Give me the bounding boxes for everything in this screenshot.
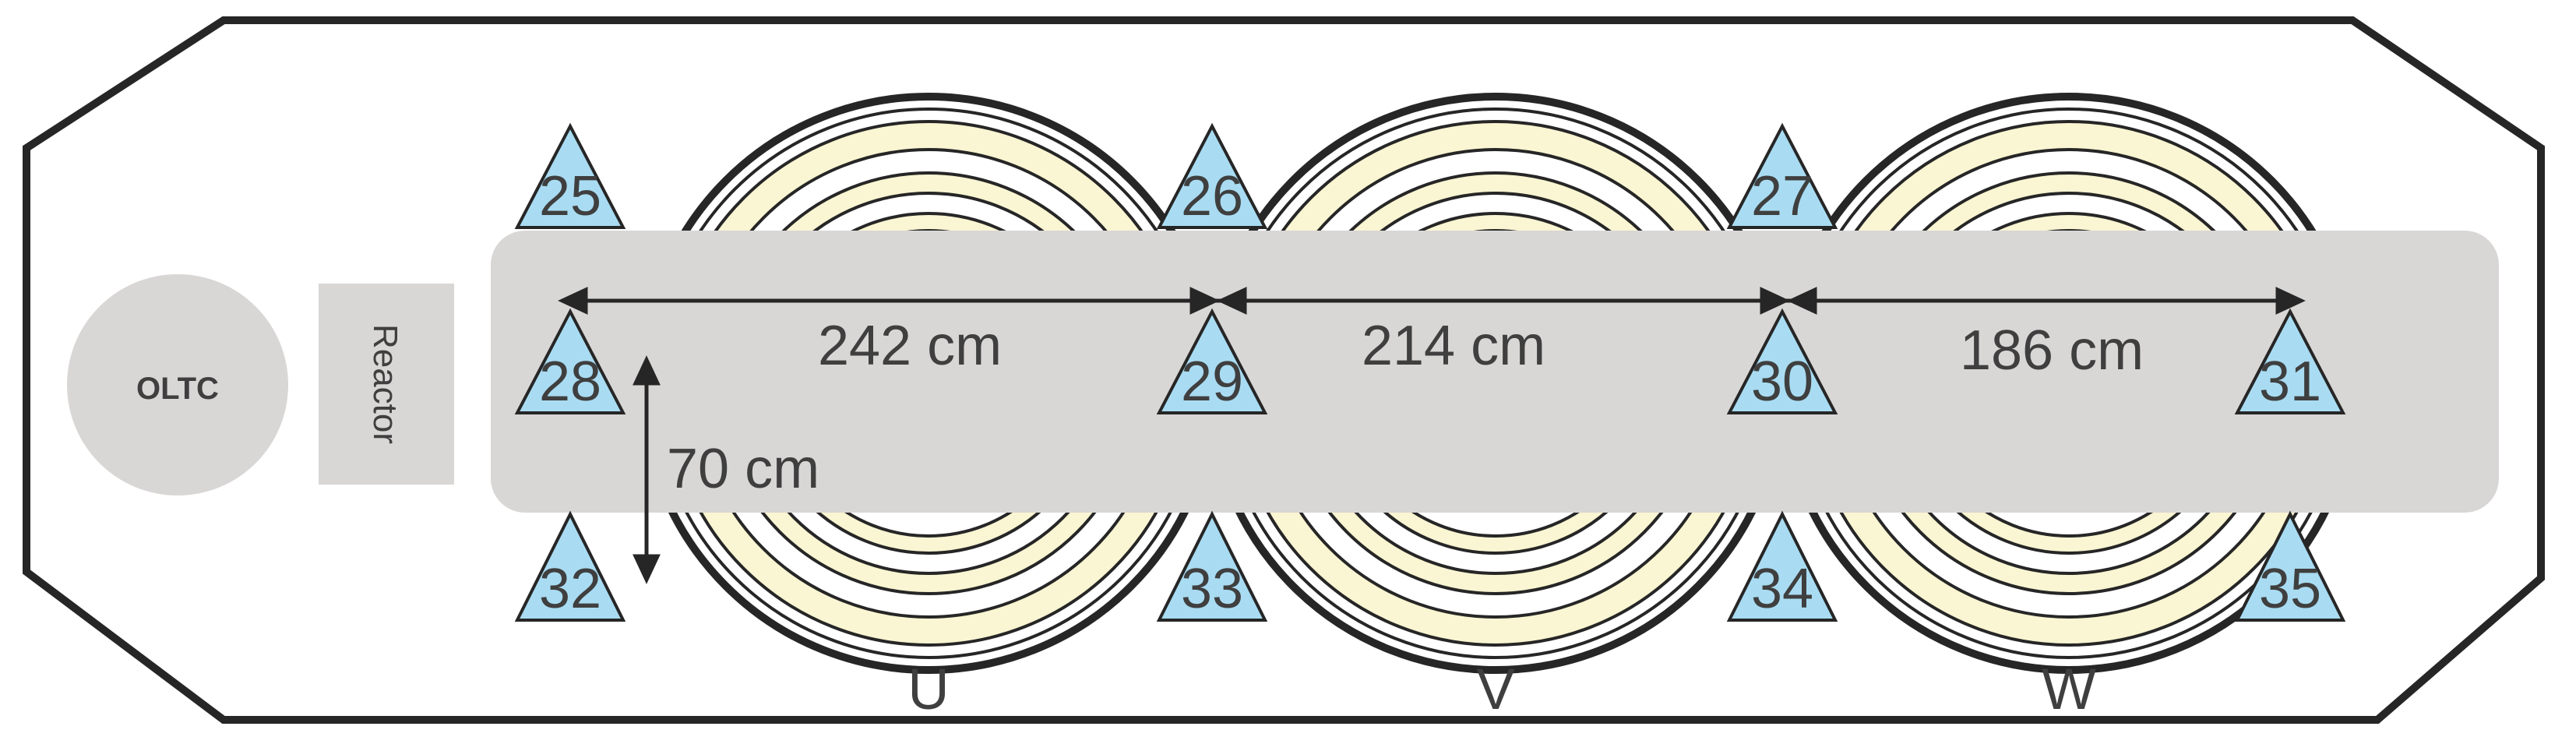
arrowhead [1787,287,1817,315]
sensor-29: 29 [1156,308,1268,414]
sensor-label: 29 [1181,351,1243,413]
sensor-label: 26 [1181,165,1243,227]
sensor-33: 33 [1156,510,1268,622]
sensor-triangle [514,308,626,414]
sensor-28: 28 [514,308,626,414]
sensor-triangle [1156,308,1268,414]
arrowhead [633,355,661,386]
sensor-label: 25 [539,165,601,227]
sensor-triangle [1726,510,1838,622]
reactor-component: Reactor [319,284,454,485]
phase-label-U: U [907,657,949,721]
sensor-triangle [514,510,626,622]
sensor-triangle [2234,510,2346,622]
sensor-label: 31 [2259,351,2321,413]
phase-label-W: W [2042,657,2096,721]
dimension-label-30-31: 186 cm [1960,319,2144,382]
sensor-triangle [514,122,626,229]
arrowhead [558,287,588,315]
sensor-31: 31 [2234,308,2346,414]
dimension-lines [558,287,2306,584]
phase-labels: U V W [907,657,2096,721]
sensor-triangle [2234,308,2346,414]
sensor-34: 34 [1726,510,1838,622]
dimension-label-28-29: 242 cm [818,315,1002,377]
sensor-triangle [1156,122,1268,229]
reactor-box [319,284,454,485]
sensor-label: 33 [1181,558,1243,620]
sensor-35: 35 [2234,510,2346,622]
sensor-label: 30 [1751,351,1813,413]
arrowhead [2275,287,2306,315]
sensor-group: 25 26 27 28 29 30 31 32 33 34 35 [514,122,2346,622]
oltc-component: OLTC [67,274,288,495]
sensor-32: 32 [514,510,626,622]
sensor-label: 34 [1751,558,1813,620]
sensor-triangle [1726,122,1838,229]
sensor-label: 27 [1751,165,1813,227]
sensor-26: 26 [1156,122,1268,229]
dimension-label-29-30: 214 cm [1362,315,1545,377]
oltc-circle [67,274,288,495]
dimension-label-vertical: 70 cm [667,438,819,500]
sensor-30: 30 [1726,308,1838,414]
sensor-27: 27 [1726,122,1838,229]
sensor-label: 28 [539,351,601,413]
arrowhead [633,554,661,584]
arrowhead [1760,287,1790,315]
phase-label-V: V [1476,657,1515,721]
arrowhead [1217,287,1247,315]
reactor-label: Reactor [366,324,404,444]
sensor-label: 35 [2259,558,2321,620]
sensor-25: 25 [514,122,626,229]
sensor-triangle [1726,308,1838,414]
oltc-label: OLTC [136,372,219,406]
arrowhead [1189,287,1220,315]
sensor-triangle [1156,510,1268,622]
sensor-label: 32 [539,558,601,620]
